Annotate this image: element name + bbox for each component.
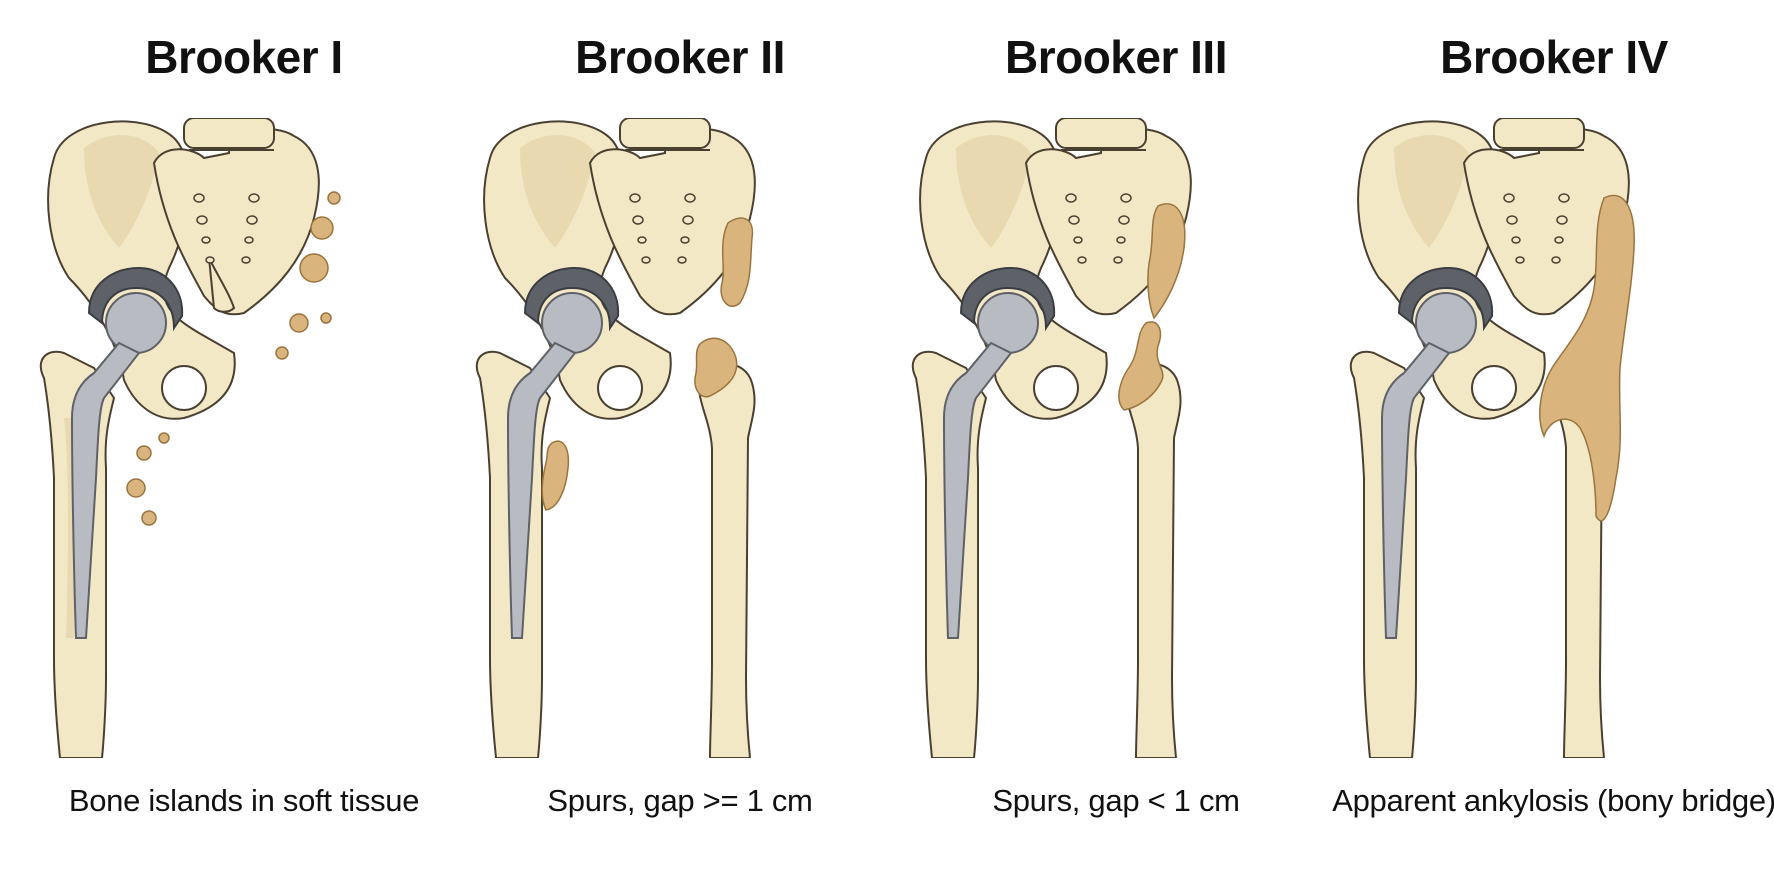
panel-caption: Spurs, gap < 1 cm [992,783,1240,818]
panel-brooker-1: Brooker I [24,0,464,887]
ossification-bony-bridge [1539,194,1635,522]
hip-implant [1380,266,1494,639]
ossification-islands [126,191,341,526]
femur-right [1124,362,1182,758]
ossification-spurs [541,217,754,511]
hip-implant [506,266,620,639]
pelvis-bone [919,118,1192,420]
panel-caption: Apparent ankylosis (bony bridge) [1332,783,1774,818]
panel-brooker-4: Brooker IV [1332,0,1774,887]
hip-implant [70,266,184,639]
hip-implant [942,266,1056,639]
panel-brooker-3: Brooker III [896,0,1336,887]
femur-right [698,362,756,758]
hip-illustration-brooker-2 [475,118,756,758]
hip-illustration-brooker-1 [39,118,341,758]
ossification-spurs [1118,203,1186,411]
panel-title: Brooker III [1004,31,1228,83]
panel-brooker-2: Brooker II [460,0,900,887]
panel-title: Brooker I [145,31,343,83]
panel-title: Brooker II [575,31,785,83]
pelvis-bone [1357,118,1630,420]
hip-illustration-brooker-3 [911,118,1192,758]
panel-caption: Bone islands in soft tissue [68,783,420,818]
panel-title: Brooker IV [1440,31,1668,83]
panel-caption: Spurs, gap >= 1 cm [547,783,813,818]
hip-illustration-brooker-4 [1349,118,1635,758]
